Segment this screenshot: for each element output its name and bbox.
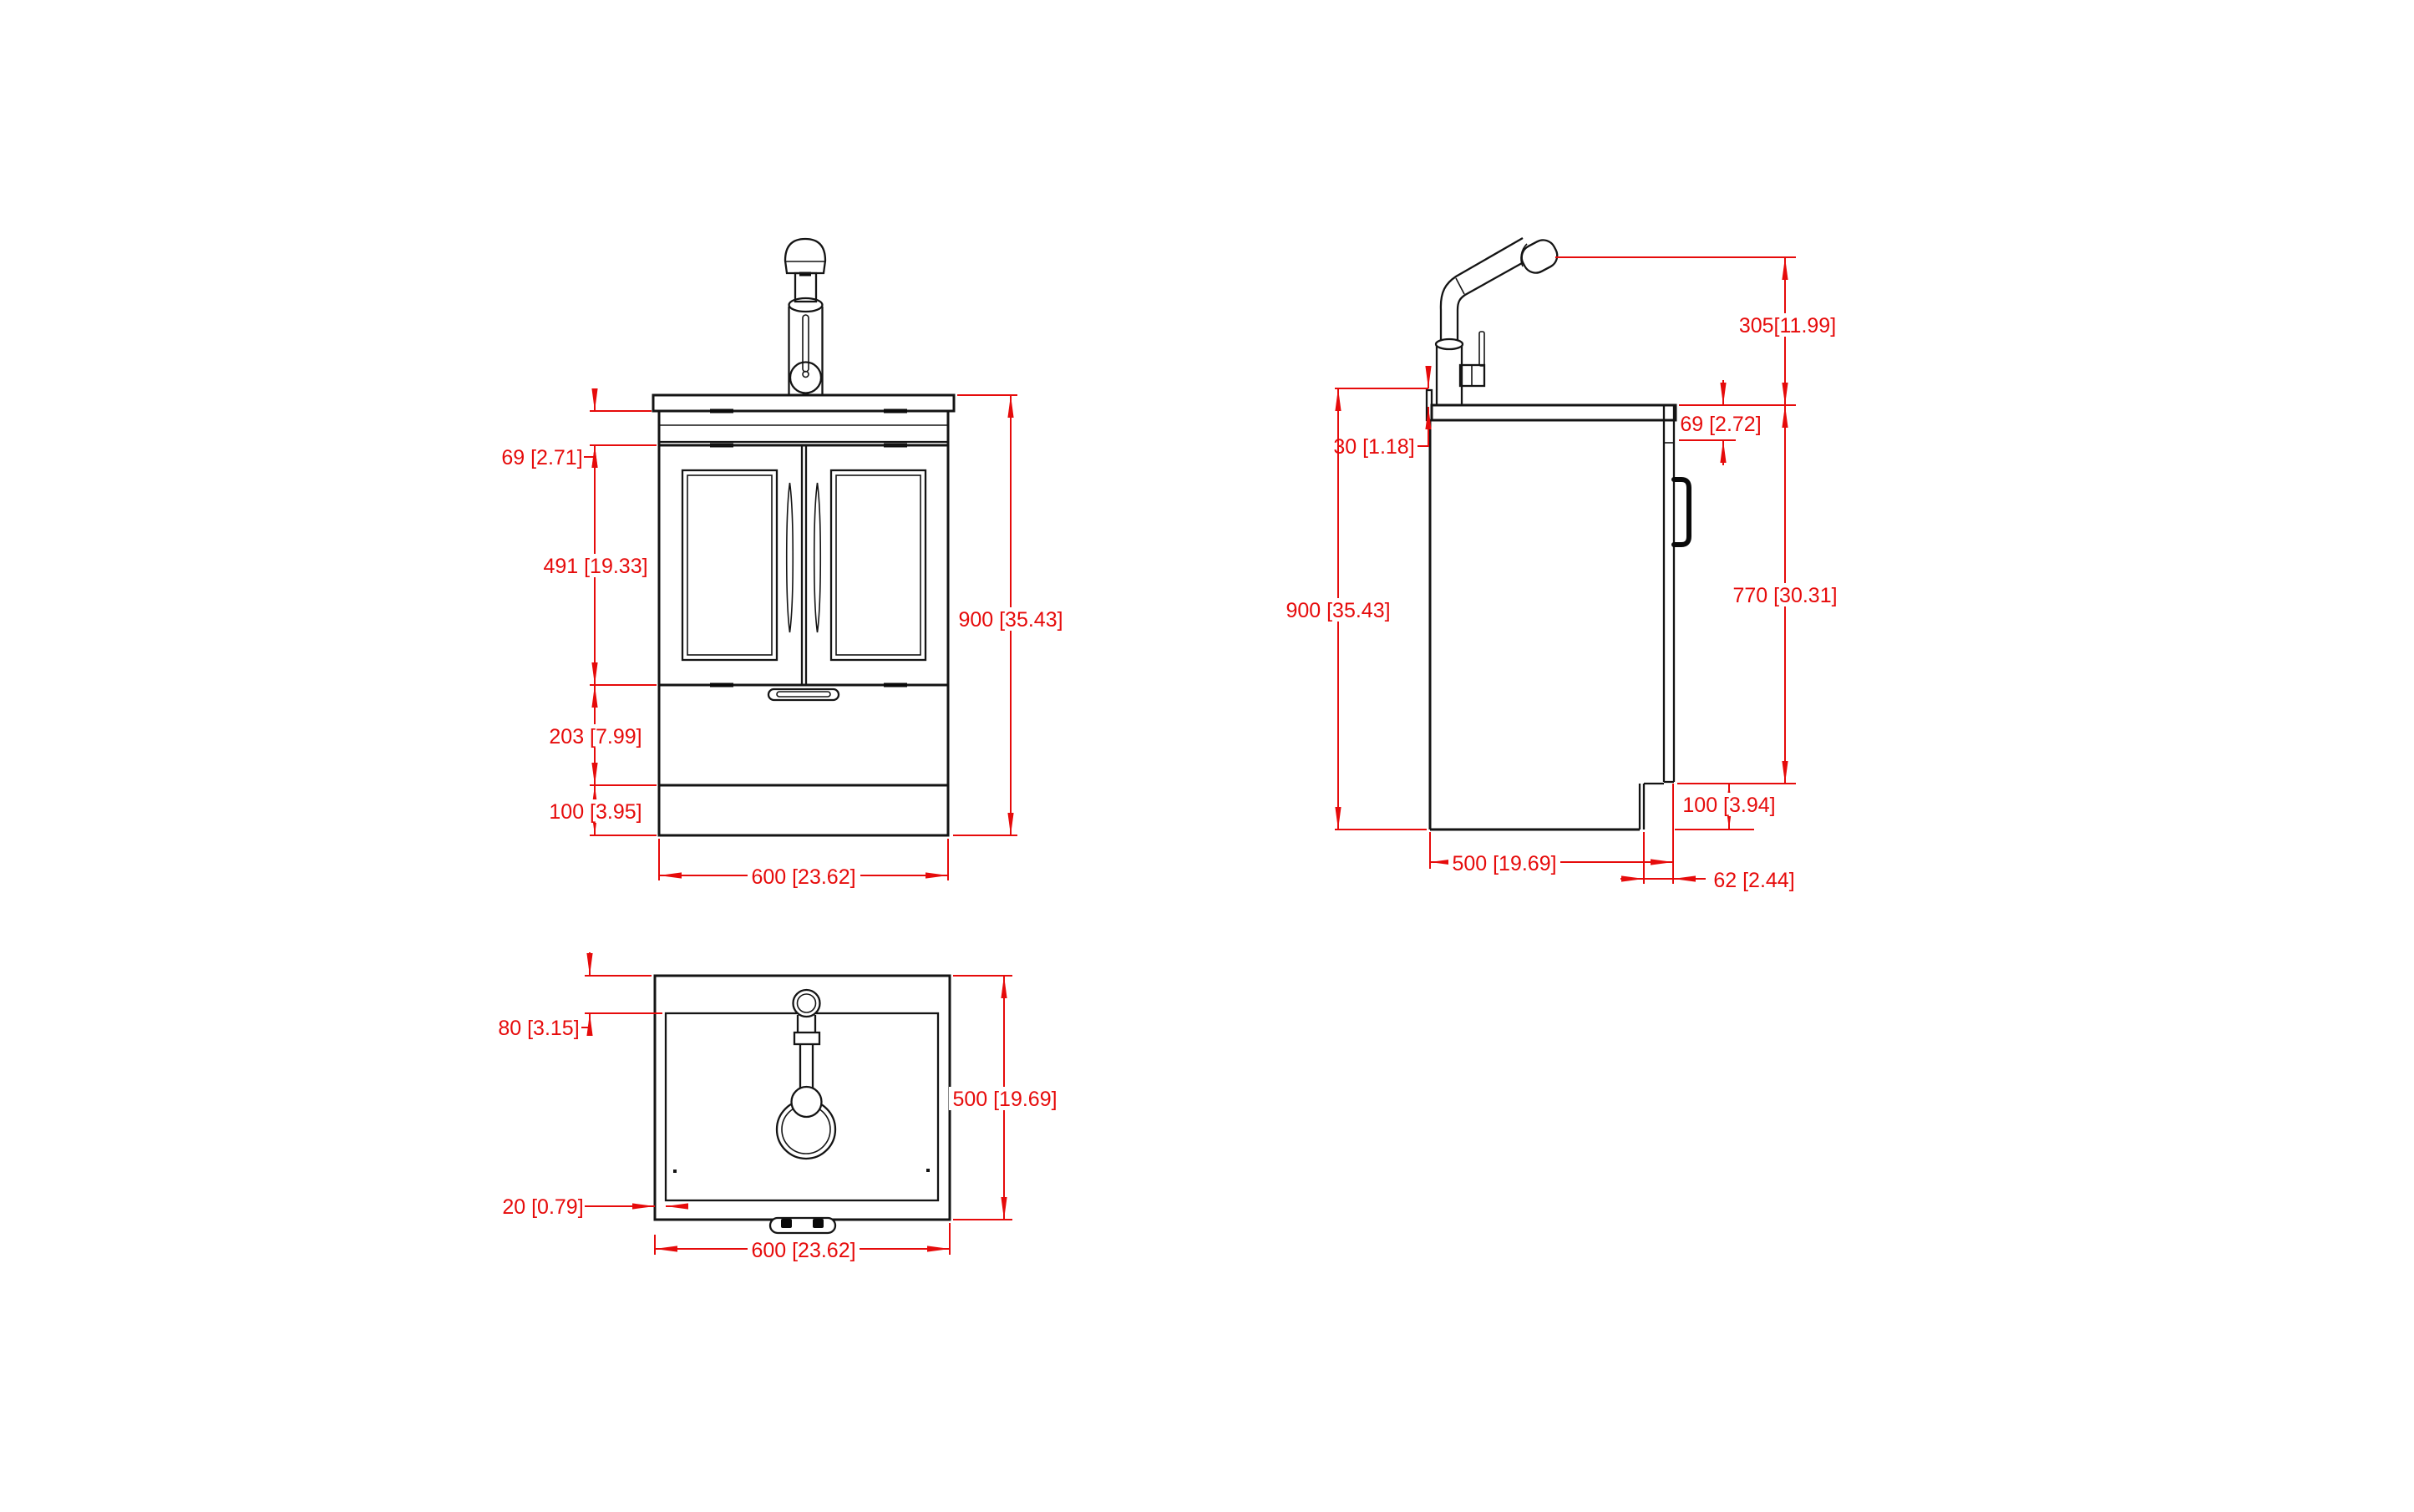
dim-side-front-height: 770 [30.31] xyxy=(1732,584,1837,607)
front-dimensions: 69 [2.71] 491 [19.33] 203 [7.99] 100 [3.… xyxy=(501,388,1068,889)
dim-side-counter-height: 69 [2.72] xyxy=(1680,413,1761,436)
front-cabinet xyxy=(652,393,956,837)
dim-front-drawer-height: 203 [7.99] xyxy=(549,725,642,748)
dim-side-spout-height: 305[11.99] xyxy=(1739,314,1836,337)
top-faucet-icon xyxy=(775,988,837,1160)
dim-top-depth: 500 [19.69] xyxy=(952,1088,1057,1111)
dim-side-toe-kick-height: 100 [3.94] xyxy=(1682,794,1775,817)
side-dimensions: 305[11.99] 69 [2.72] 770 [30.31] 100 [3.… xyxy=(1282,256,1842,892)
side-view: 305[11.99] 69 [2.72] 770 [30.31] 100 [3.… xyxy=(1282,237,1842,892)
front-faucet-icon xyxy=(784,237,827,395)
dim-front-counter-height: 69 [2.71] xyxy=(501,446,582,469)
top-view: 80 [3.15] 20 [0.79] 500 [19.69] 600 [23.… xyxy=(498,952,1061,1262)
left-door-handle-icon xyxy=(785,482,794,633)
dim-front-door-height: 491 [19.33] xyxy=(543,555,647,578)
dim-front-width: 600 [23.62] xyxy=(751,865,855,889)
dim-side-backsplash-height: 30 [1.18] xyxy=(1333,435,1414,459)
top-dimensions: 80 [3.15] 20 [0.79] 500 [19.69] 600 [23.… xyxy=(498,952,1061,1262)
dim-top-width: 600 [23.62] xyxy=(751,1239,855,1262)
dim-side-depth: 500 [19.69] xyxy=(1452,852,1556,875)
side-faucet-icon xyxy=(1434,237,1559,405)
dim-front-plinth-height: 100 [3.95] xyxy=(549,800,642,824)
dim-side-toe-kick-depth: 62 [2.44] xyxy=(1713,869,1794,892)
top-drawer-handle-icon xyxy=(768,1216,837,1235)
dim-side-total-height: 900 [35.43] xyxy=(1286,599,1390,622)
dim-top-back-offset: 80 [3.15] xyxy=(498,1017,579,1040)
front-view: 69 [2.71] 491 [19.33] 203 [7.99] 100 [3.… xyxy=(501,237,1068,889)
dim-front-total-height: 900 [35.43] xyxy=(958,608,1062,632)
right-door-handle-icon xyxy=(813,482,822,633)
drawer-handle-icon xyxy=(767,688,840,702)
dim-top-edge-inset: 20 [0.79] xyxy=(502,1195,583,1219)
side-door-handle-icon xyxy=(1671,477,1691,547)
side-cabinet xyxy=(1425,388,1691,831)
